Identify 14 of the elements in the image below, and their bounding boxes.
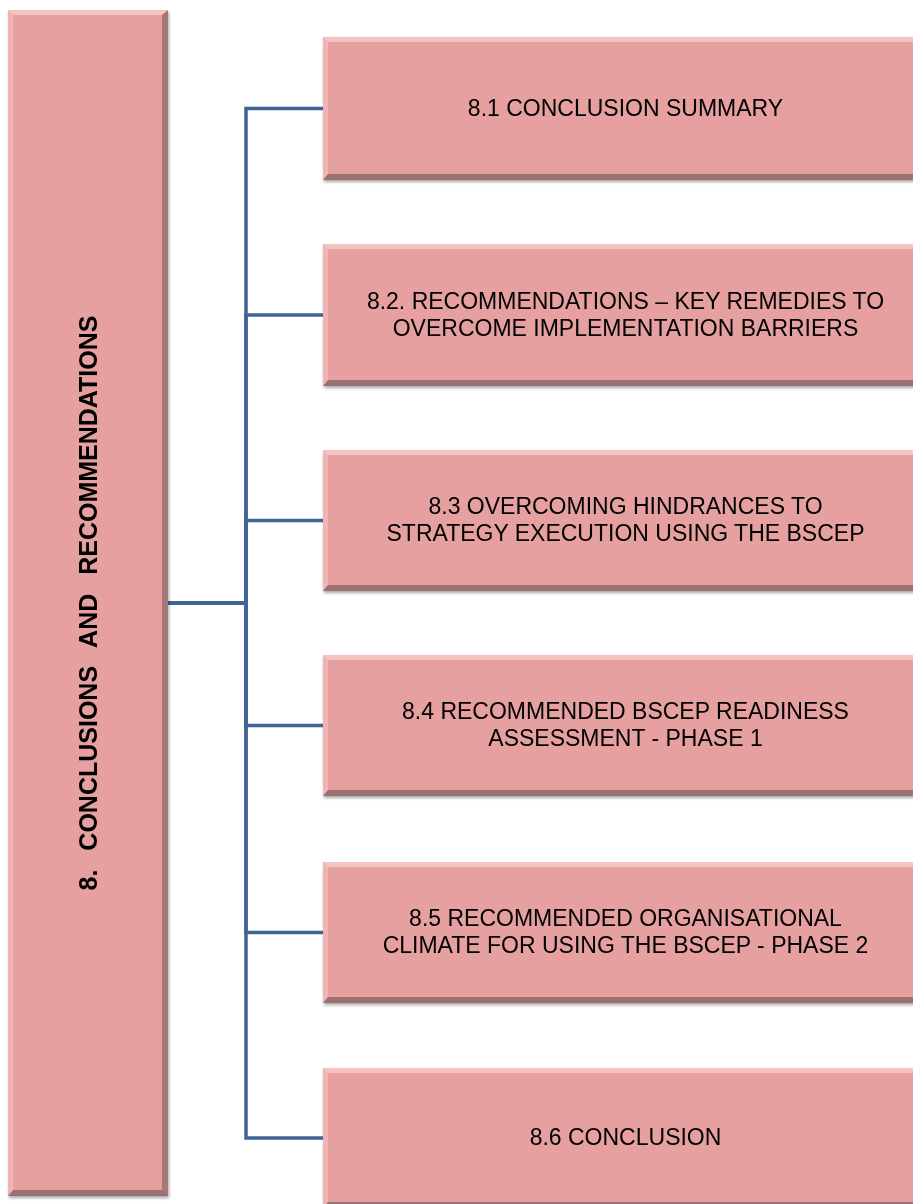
subsection-box <box>323 450 913 591</box>
subsection-title: 8.3 OVERCOMING HINDRANCES TO STRATEGY EXECUTION USING THE BSCEP <box>385 493 866 547</box>
subsection-box <box>323 862 913 1003</box>
subsection-box <box>323 655 913 796</box>
subsection-box <box>323 37 913 180</box>
subsection-box <box>323 1068 913 1204</box>
subsection-title: 8.4 RECOMMENDED BSCEP READINESS ASSESSMENT - PHASE 1 <box>401 698 850 752</box>
subsection-title: 8.6 CONCLUSION <box>528 1124 723 1151</box>
subsection-box <box>323 244 913 386</box>
section-title: 8. CONCLUSIONS AND RECOMMENDATIONS <box>73 315 102 890</box>
section-box <box>8 10 168 1196</box>
subsection-title: 8.5 RECOMMENDED ORGANISATIONAL CLIMATE FOR USING THE BSCEP - PHASE 2 <box>381 905 870 959</box>
subsection-title: 8.1 CONCLUSION SUMMARY <box>466 94 785 122</box>
subsection-title: 8.2. RECOMMENDATIONS – KEY REMEDIES TO OVERCOME IMPLEMENTATION BARRIERS <box>365 287 886 342</box>
